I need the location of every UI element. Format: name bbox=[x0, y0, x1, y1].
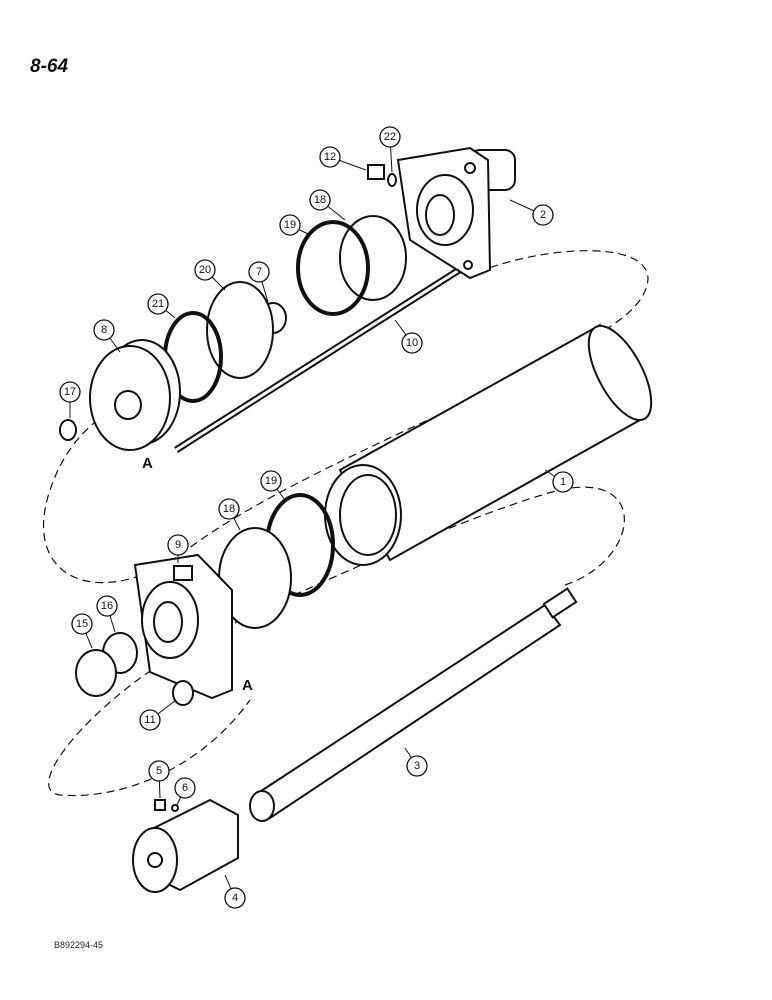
assembly-loop-upper bbox=[43, 250, 649, 584]
rear-cap-part bbox=[396, 146, 516, 280]
callout-circle bbox=[224, 887, 246, 909]
callout-4: 4 bbox=[224, 874, 246, 909]
callout-circle bbox=[218, 498, 240, 520]
callout-number: 4 bbox=[232, 892, 238, 904]
callout-circle bbox=[309, 189, 331, 211]
callout-number: 5 bbox=[156, 765, 162, 777]
callout-number: 19 bbox=[265, 475, 277, 487]
callout-6: 6 bbox=[174, 777, 196, 806]
callout-number: 1 bbox=[560, 476, 566, 488]
piston-part bbox=[89, 339, 181, 451]
callout-number: 22 bbox=[384, 131, 396, 143]
page-number: 8-64 bbox=[30, 56, 69, 77]
callout-11: 11 bbox=[139, 699, 177, 731]
callout-number: 18 bbox=[223, 503, 235, 515]
callout-18: 18 bbox=[309, 189, 346, 221]
nut-11 bbox=[172, 680, 194, 706]
callout-number: 8 bbox=[101, 324, 107, 336]
tie-rod-highlight bbox=[175, 256, 479, 452]
callout-circle bbox=[532, 204, 554, 226]
callout-circle bbox=[194, 259, 216, 281]
reference-mark-a-upper: A bbox=[142, 455, 153, 472]
callout-3: 3 bbox=[404, 747, 428, 777]
callout-12: 12 bbox=[319, 146, 367, 171]
piston-rod-part bbox=[249, 587, 578, 822]
callout-circle bbox=[167, 534, 189, 556]
callout-circle bbox=[174, 777, 196, 799]
callout-circle bbox=[406, 755, 428, 777]
rod-eye-part bbox=[132, 798, 239, 893]
callout-19: 19 bbox=[260, 470, 286, 501]
callout-number: 6 bbox=[182, 782, 188, 794]
callout-number: 17 bbox=[64, 386, 76, 398]
callout-7: 7 bbox=[248, 261, 270, 303]
callout-21: 21 bbox=[147, 293, 176, 319]
callout-number: 20 bbox=[199, 264, 211, 276]
plug-part bbox=[367, 164, 385, 180]
callout-1: 1 bbox=[544, 469, 574, 493]
callout-circle bbox=[279, 214, 301, 236]
callout-number: 21 bbox=[152, 298, 164, 310]
callout-number: 9 bbox=[175, 539, 181, 551]
callout-10: 10 bbox=[394, 319, 423, 354]
callout-number: 18 bbox=[314, 194, 326, 206]
callout-number: 16 bbox=[101, 600, 113, 612]
o-ring-22 bbox=[387, 173, 397, 187]
callout-circle bbox=[552, 471, 574, 493]
ball-6 bbox=[171, 804, 179, 812]
retaining-ring-17 bbox=[59, 419, 77, 441]
callout-20: 20 bbox=[194, 259, 226, 291]
cylinder-tube-part bbox=[324, 323, 653, 566]
backup-ring-20 bbox=[206, 281, 274, 379]
callout-5: 5 bbox=[148, 760, 170, 799]
callout-circle bbox=[248, 261, 270, 283]
callout-15: 15 bbox=[71, 613, 93, 649]
callout-number: 15 bbox=[76, 618, 88, 630]
callout-circle bbox=[59, 381, 81, 403]
callout-circle bbox=[96, 595, 118, 617]
callout-circle bbox=[148, 760, 170, 782]
callout-number: 12 bbox=[324, 151, 336, 163]
callout-number: 19 bbox=[284, 219, 296, 231]
callout-18: 18 bbox=[218, 498, 241, 531]
callout-16: 16 bbox=[96, 595, 118, 633]
callout-circle bbox=[401, 332, 423, 354]
callout-circle bbox=[319, 146, 341, 168]
callout-17: 17 bbox=[59, 381, 81, 418]
callout-number: 7 bbox=[256, 266, 262, 278]
callout-circle bbox=[260, 470, 282, 492]
figure-code: B892294-45 bbox=[54, 940, 104, 950]
callout-19: 19 bbox=[279, 214, 311, 236]
callout-circle bbox=[139, 709, 161, 731]
callout-circle bbox=[71, 613, 93, 635]
callout-circle bbox=[147, 293, 169, 315]
head-part bbox=[133, 553, 233, 700]
callout-2: 2 bbox=[509, 199, 554, 226]
set-screw-5 bbox=[154, 799, 166, 811]
callout-9: 9 bbox=[167, 534, 189, 563]
wiper-15 bbox=[75, 649, 117, 697]
callout-8: 8 bbox=[93, 319, 121, 353]
callout-circle bbox=[93, 319, 115, 341]
reference-mark-a-lower: A bbox=[242, 677, 253, 694]
callout-22: 22 bbox=[379, 126, 401, 173]
callout-number: 11 bbox=[144, 714, 155, 726]
callout-number: 3 bbox=[414, 760, 420, 772]
o-ring-19-upper bbox=[296, 220, 370, 316]
callout-circle bbox=[379, 126, 401, 148]
callout-number: 10 bbox=[406, 337, 418, 349]
callout-number: 2 bbox=[540, 209, 546, 221]
